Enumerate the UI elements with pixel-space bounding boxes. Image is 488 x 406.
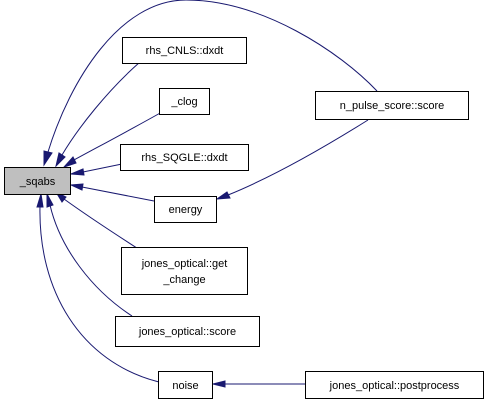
node-label: noise — [172, 380, 198, 392]
node-label: jones_optical::score — [138, 326, 236, 338]
node-label: energy — [169, 204, 203, 216]
node-label: jones_optical::postprocess — [329, 380, 460, 392]
node-label-line2: _change — [162, 274, 205, 286]
edges — [36, 0, 378, 388]
edge-npulse-to-energy — [227, 119, 369, 196]
node-jones-optical-score[interactable]: jones_optical::score — [115, 316, 260, 347]
node-clog[interactable]: _clog — [159, 88, 210, 115]
edge-sqgle-to-sqabs — [82, 163, 123, 173]
node-label: rhs_SQGLE::dxdt — [141, 152, 227, 164]
node-label: n_pulse_score::score — [340, 100, 445, 112]
node-label: rhs_CNLS::dxdt — [146, 45, 224, 57]
edge-joscore-to-sqabs — [49, 204, 133, 317]
edge-getchange-to-sqabs — [63, 198, 141, 251]
node-rhs-sqgle-dxdt[interactable]: rhs_SQGLE::dxdt — [120, 144, 249, 171]
arrowhead — [215, 191, 231, 200]
edge-noise-to-sqabs — [39, 205, 160, 383]
edge-energy-to-sqabs — [81, 186, 155, 202]
node-label: _sqabs — [19, 176, 56, 188]
node-sqabs[interactable]: _sqabs — [4, 167, 71, 195]
arrowhead — [43, 150, 53, 167]
arrowhead — [69, 183, 84, 191]
arrowhead — [36, 193, 44, 208]
node-label-line1: jones_optical::get — [141, 258, 228, 270]
node-noise[interactable]: noise — [158, 371, 213, 399]
arrowhead — [212, 380, 226, 388]
node-label: _clog — [170, 96, 197, 108]
node-rhs-cnls-dxdt[interactable]: rhs_CNLS::dxdt — [122, 37, 247, 64]
edge-cnls-to-sqabs — [61, 61, 141, 156]
nodes: _sqabs rhs_CNLS::dxdt _clog rhs_SQGLE::d… — [4, 37, 484, 399]
arrowhead — [62, 156, 77, 169]
node-jones-optical-postprocess[interactable]: jones_optical::postprocess — [305, 371, 484, 399]
arrowhead — [70, 168, 85, 176]
arrowhead — [46, 193, 54, 208]
edge-clog-to-sqabs — [73, 111, 163, 161]
node-energy[interactable]: energy — [154, 196, 217, 223]
node-n-pulse-score-score[interactable]: n_pulse_score::score — [315, 91, 469, 120]
arrowhead — [55, 152, 66, 168]
edge-npulse-to-sqabs — [47, 0, 378, 153]
node-jones-optical-get-change[interactable]: jones_optical::get _change — [121, 247, 248, 295]
